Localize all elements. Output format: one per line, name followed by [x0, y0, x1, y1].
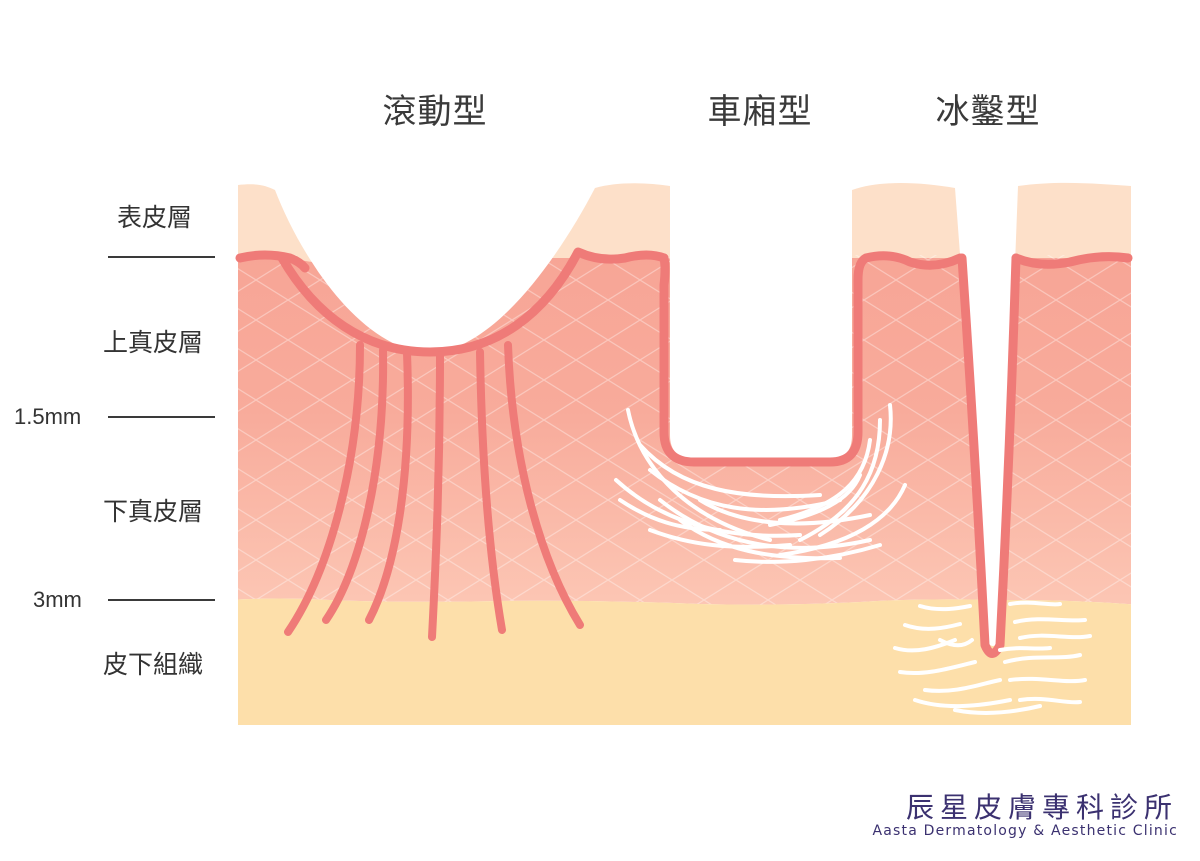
depth-3mm-divider	[108, 599, 215, 601]
depth-1-5mm-label: 1.5mm	[14, 404, 82, 429]
epidermis-label: 表皮層	[117, 203, 193, 232]
icepick-scar-title: 冰鑿型	[935, 92, 1041, 132]
clinic-name-chinese: 辰星皮膚專科診所	[905, 791, 1178, 824]
epidermis-layer	[238, 182, 1131, 270]
basement-membrane	[235, 247, 1133, 658]
icepick-scar-fibrosis	[893, 600, 1092, 715]
depth-3mm-label: 3mm	[33, 587, 82, 612]
boxcar-scar-fibrosis	[614, 403, 907, 564]
rolling-scar-tethers	[284, 341, 584, 641]
clinic-name-english: Aasta Dermatology & Aesthetic Clinic	[872, 823, 1178, 839]
rolling-scar-title: 滾動型	[382, 92, 488, 132]
subcutaneous-label: 皮下組織	[103, 650, 204, 679]
subcutaneous-layer	[238, 598, 1131, 726]
depth-1-5mm-divider	[108, 416, 215, 418]
lower-dermis-label: 下真皮層	[103, 497, 204, 526]
upper-dermis-label: 上真皮層	[103, 328, 204, 357]
boxcar-scar-title: 車廂型	[707, 92, 813, 132]
epidermis-divider	[108, 256, 215, 258]
